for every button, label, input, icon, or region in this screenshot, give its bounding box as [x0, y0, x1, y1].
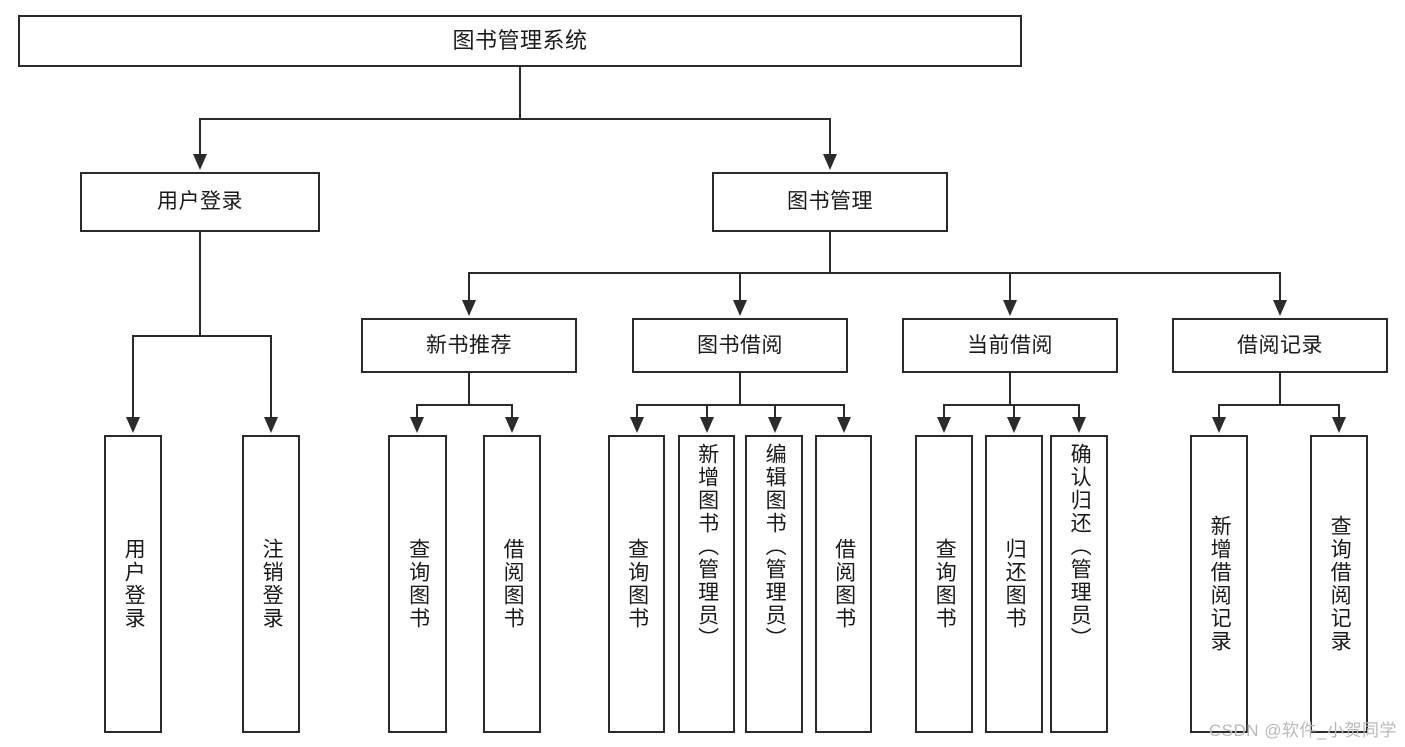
arrow-to-borrow-record [1273, 300, 1287, 316]
arrow-book-borrow-leaf-1 [630, 417, 644, 433]
edge-to-book-borrow [739, 272, 741, 302]
edge-user-login-bus [132, 335, 271, 337]
edge-level2-bus [199, 118, 831, 120]
leaf-borrow-book-rec[interactable]: 借阅图书 [483, 435, 541, 733]
leaf-label: 借阅图书 [501, 538, 525, 630]
edge-current-borrow-leaf-3 [1078, 404, 1080, 419]
edge-user-login-leaf-2 [270, 335, 272, 419]
edge-book-manage-stem [829, 232, 831, 273]
arrow-borrow-record-leaf-1 [1212, 417, 1226, 433]
leaf-label: 归还图书 [1003, 538, 1027, 630]
arrow-borrow-record-leaf-2 [1332, 417, 1346, 433]
edge-current-borrow-leaf-2 [1013, 404, 1015, 419]
leaf-logout-login[interactable]: 注销登录 [242, 435, 300, 733]
edge-to-book-manage [829, 118, 831, 156]
leaf-label: 新增借阅记录 [1208, 515, 1232, 653]
leaf-add-book-admin[interactable]: 新增图书（管理员） [678, 435, 735, 733]
leaf-label: 注销登录 [260, 538, 284, 630]
edge-borrow-record-bus [1218, 404, 1340, 406]
leaf-label: 查询图书 [625, 538, 649, 630]
arrow-new-book-rec-leaf-1 [410, 417, 424, 433]
node-current-borrow[interactable]: 当前借阅 [902, 318, 1118, 373]
edge-new-book-rec-leaf-2 [511, 404, 513, 419]
arrow-current-borrow-leaf-3 [1072, 417, 1086, 433]
edge-to-new-book-rec [468, 272, 470, 302]
edge-book-borrow-leaf-2 [706, 404, 708, 419]
edge-to-borrow-record [1279, 272, 1281, 302]
edge-borrow-record-stem [1279, 373, 1281, 405]
leaf-label: 查询图书 [406, 538, 430, 630]
leaf-label: 新增图书（管理员） [695, 443, 719, 650]
arrow-to-user-login [193, 154, 207, 170]
node-user-login[interactable]: 用户登录 [80, 172, 320, 232]
leaf-query-book-borrow[interactable]: 查询图书 [608, 435, 665, 733]
edge-current-borrow-bus [943, 404, 1079, 406]
node-borrow-record[interactable]: 借阅记录 [1172, 318, 1388, 373]
node-book-management[interactable]: 图书管理 [712, 172, 948, 232]
leaf-label: 查询图书 [933, 538, 957, 630]
leaf-user-login[interactable]: 用户登录 [104, 435, 162, 733]
leaf-label: 查询借阅记录 [1328, 515, 1352, 653]
leaf-label: 用户登录 [122, 538, 146, 630]
leaf-label: 编辑图书（管理员） [763, 443, 787, 650]
node-new-book-recommend[interactable]: 新书推荐 [361, 318, 577, 373]
leaf-return-book[interactable]: 归还图书 [985, 435, 1043, 733]
edge-user-login-leaf-1 [132, 335, 134, 419]
arrow-current-borrow-leaf-2 [1007, 417, 1021, 433]
edge-book-borrow-leaf-4 [843, 404, 845, 419]
arrow-to-book-manage [823, 154, 837, 170]
edge-user-login-stem [199, 232, 201, 335]
leaf-borrow-book[interactable]: 借阅图书 [815, 435, 872, 733]
leaf-query-borrow-record[interactable]: 查询借阅记录 [1310, 435, 1368, 733]
leaf-query-book-current[interactable]: 查询图书 [915, 435, 973, 733]
leaf-add-borrow-record[interactable]: 新增借阅记录 [1190, 435, 1248, 733]
edge-new-book-rec-bus [416, 404, 513, 406]
node-book-borrow[interactable]: 图书借阅 [632, 318, 848, 373]
arrow-book-borrow-leaf-2 [700, 417, 714, 433]
csdn-watermark: CSDN @软件_小贺同学 [1208, 721, 1397, 740]
edge-borrow-record-leaf-2 [1338, 404, 1340, 419]
leaf-label: 确认归还（管理员） [1068, 443, 1092, 650]
edge-to-user-login [199, 118, 201, 156]
arrow-to-book-borrow [733, 300, 747, 316]
arrow-book-borrow-leaf-3 [768, 417, 782, 433]
edge-root-stem [519, 67, 521, 118]
edge-to-current-borrow [1009, 272, 1011, 302]
arrow-user-login-leaf-2 [264, 417, 278, 433]
edge-current-borrow-stem [1009, 373, 1011, 405]
arrow-to-new-book-rec [462, 300, 476, 316]
leaf-label: 借阅图书 [832, 538, 856, 630]
edge-book-borrow-stem [739, 373, 741, 405]
arrow-new-book-rec-leaf-2 [505, 417, 519, 433]
edge-new-book-rec-leaf-1 [416, 404, 418, 419]
arrow-book-borrow-leaf-4 [837, 417, 851, 433]
node-root-book-management-system[interactable]: 图书管理系统 [18, 15, 1022, 67]
edge-book-borrow-leaf-3 [774, 404, 776, 419]
edge-book-borrow-bus [636, 404, 844, 406]
arrow-user-login-leaf-1 [126, 417, 140, 433]
leaf-confirm-return-admin[interactable]: 确认归还（管理员） [1050, 435, 1108, 733]
arrow-current-borrow-leaf-1 [937, 417, 951, 433]
edge-book-borrow-leaf-1 [636, 404, 638, 419]
edge-current-borrow-leaf-1 [943, 404, 945, 419]
edge-new-book-rec-stem [468, 373, 470, 405]
edge-level3-bus [468, 272, 1280, 274]
arrow-to-current-borrow [1003, 300, 1017, 316]
leaf-query-book-rec[interactable]: 查询图书 [388, 435, 447, 733]
edge-borrow-record-leaf-1 [1218, 404, 1220, 419]
leaf-edit-book-admin[interactable]: 编辑图书（管理员） [745, 435, 803, 733]
